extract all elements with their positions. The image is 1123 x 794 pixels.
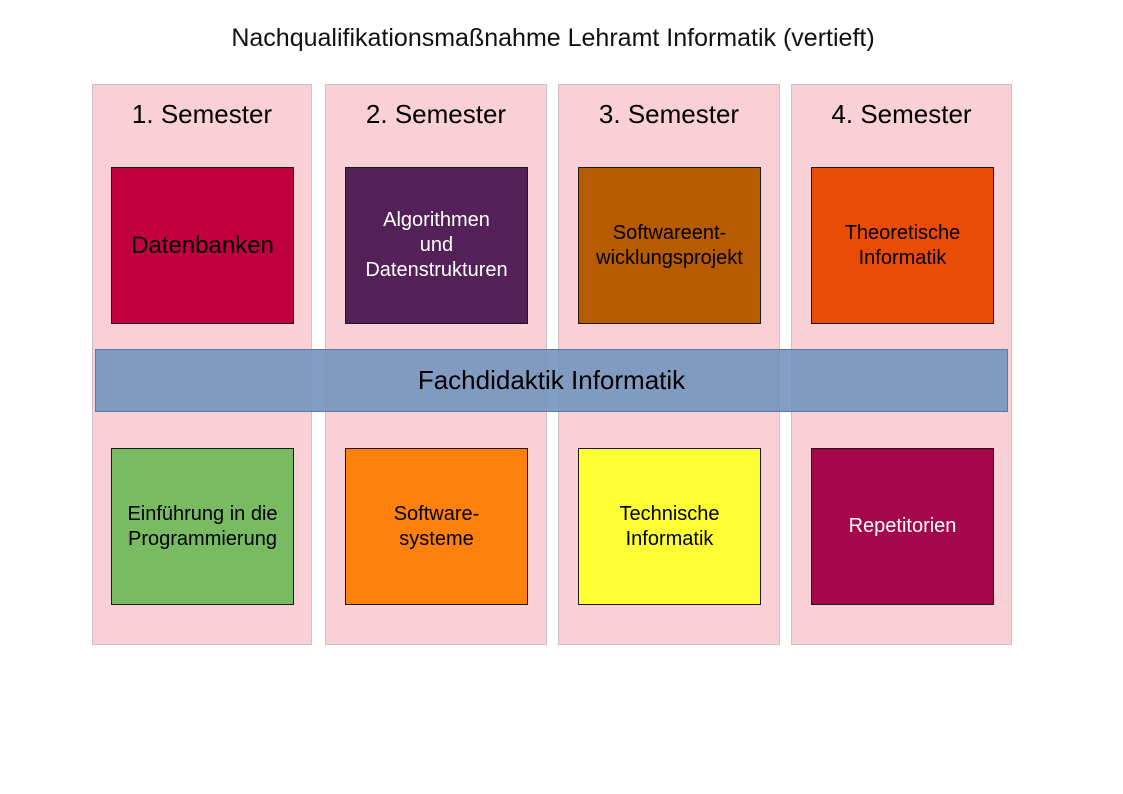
module-einfuehrung-in-die-programmierung: Einführung in die Programmierung [111,448,294,605]
module-softwareentwicklungsprojekt: Softwareent- wicklungsprojekt [578,167,761,324]
semester-heading-3: 3. Semester [598,99,740,129]
module-softwaresysteme: Software- systeme [345,448,528,605]
diagram-title: Nachqualifikationsmaßnahme Lehramt Infor… [231,24,875,52]
module-technische-informatik: Technische Informatik [578,448,761,605]
module-repetitorien: Repetitorien [811,448,994,605]
semester-heading-2: 2. Semester [365,99,507,129]
module-datenbanken: Datenbanken [111,167,294,324]
module-theoretische-informatik: Theoretische Informatik [811,167,994,324]
semester-heading-4: 4. Semester [831,99,972,129]
semester-heading-1: 1. Semester [131,99,273,129]
module-algorithmen-und-datenstrukturen: Algorithmen und Datenstrukturen [345,167,528,324]
band-fachdidaktik-informatik: Fachdidaktik Informatik [95,349,1008,412]
